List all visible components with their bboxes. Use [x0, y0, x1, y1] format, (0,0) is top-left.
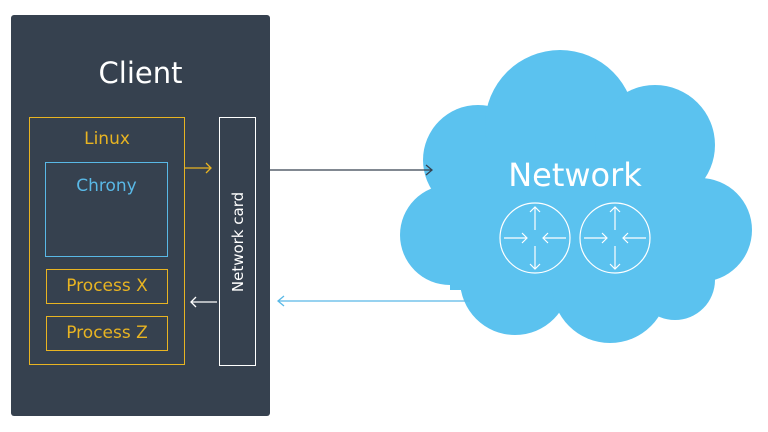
- internal-arrows: [185, 162, 217, 308]
- arrow-network-to-card: [276, 295, 470, 307]
- router-icon: [579, 202, 651, 274]
- arrow-card-to-linux: [190, 296, 217, 308]
- client-title: Client: [98, 56, 183, 90]
- network-card-box: Network card: [219, 117, 256, 366]
- linux-label: Linux: [84, 129, 130, 149]
- arrow-linux-to-card: [185, 162, 212, 174]
- arrow-card-to-network: [270, 164, 434, 176]
- network-cloud: [400, 50, 752, 343]
- chrony-box: Chrony: [45, 162, 168, 257]
- network-label: Network: [508, 156, 642, 194]
- process-x-box: Process X: [46, 269, 168, 304]
- process-z-box: Process Z: [46, 316, 168, 351]
- chrony-label: Chrony: [76, 176, 137, 196]
- linux-os-box: Linux Chrony Process X Process Z: [29, 117, 185, 365]
- router-icon: [499, 202, 571, 274]
- client-panel: Client Linux Chrony Process X Process Z …: [11, 15, 270, 416]
